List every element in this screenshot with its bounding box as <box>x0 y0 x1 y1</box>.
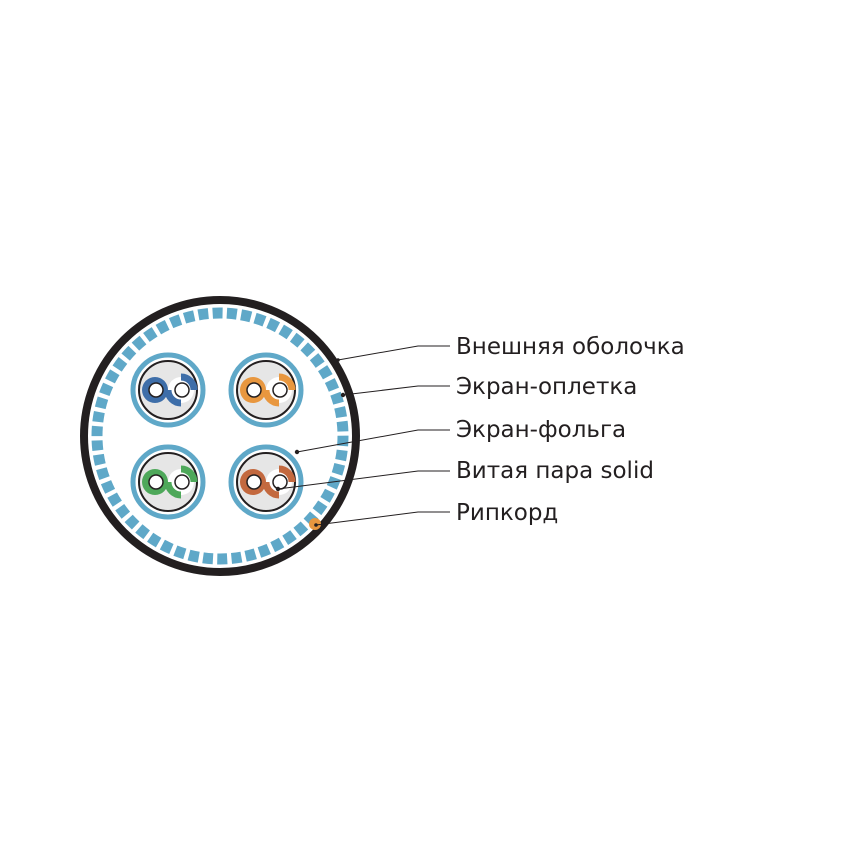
conductor-stripe <box>262 481 280 499</box>
conductor-stripe <box>164 389 182 407</box>
conductor-stripe <box>180 465 198 483</box>
conductor-core <box>272 382 288 398</box>
conductor-core <box>174 382 190 398</box>
conductor-core <box>272 474 288 490</box>
cable-cross-section <box>80 296 360 576</box>
conductor-stripe <box>164 481 182 499</box>
conductor-stripe <box>278 373 296 391</box>
conductor-core <box>148 474 164 490</box>
leader-dot-foil-shield <box>294 449 300 455</box>
label-braid-shield: Экран-оплетка <box>456 374 637 400</box>
outer-jacket <box>80 296 360 576</box>
leader-dot-ripcord <box>314 523 318 527</box>
twisted-pair-brown <box>228 444 304 520</box>
leader-outer-jacket <box>337 345 450 361</box>
label-twisted-pair: Витая пара solid <box>456 458 654 484</box>
conductor-stripe <box>262 389 280 407</box>
braid-shield <box>91 307 349 565</box>
conductor-core <box>246 474 262 490</box>
conductor-stripe <box>180 373 198 391</box>
leader-dots <box>275 358 346 527</box>
callout-labels: Внешняя оболочка Экран-оплетка Экран-фол… <box>456 334 685 526</box>
twisted-pair-green <box>130 444 206 520</box>
leader-dot-braid-shield <box>340 392 346 398</box>
label-outer-jacket: Внешняя оболочка <box>456 334 685 360</box>
label-ripcord: Рипкорд <box>456 500 558 526</box>
label-foil-shield: Экран-фольга <box>456 417 626 443</box>
callout-leaders <box>277 345 450 526</box>
conductor-core <box>246 382 262 398</box>
leader-dot-twisted-pair <box>275 486 281 492</box>
leader-dot-outer-jacket <box>336 358 340 362</box>
conductor-core <box>148 382 164 398</box>
conductor-stripe <box>278 465 296 483</box>
leader-braid-shield <box>342 385 450 396</box>
leader-ripcord <box>315 511 450 526</box>
twisted-pair-blue <box>130 352 206 428</box>
leader-foil-shield <box>296 429 450 453</box>
leader-twisted-pair <box>277 470 450 490</box>
twisted-pair-orange <box>228 352 304 428</box>
conductor-core <box>174 474 190 490</box>
